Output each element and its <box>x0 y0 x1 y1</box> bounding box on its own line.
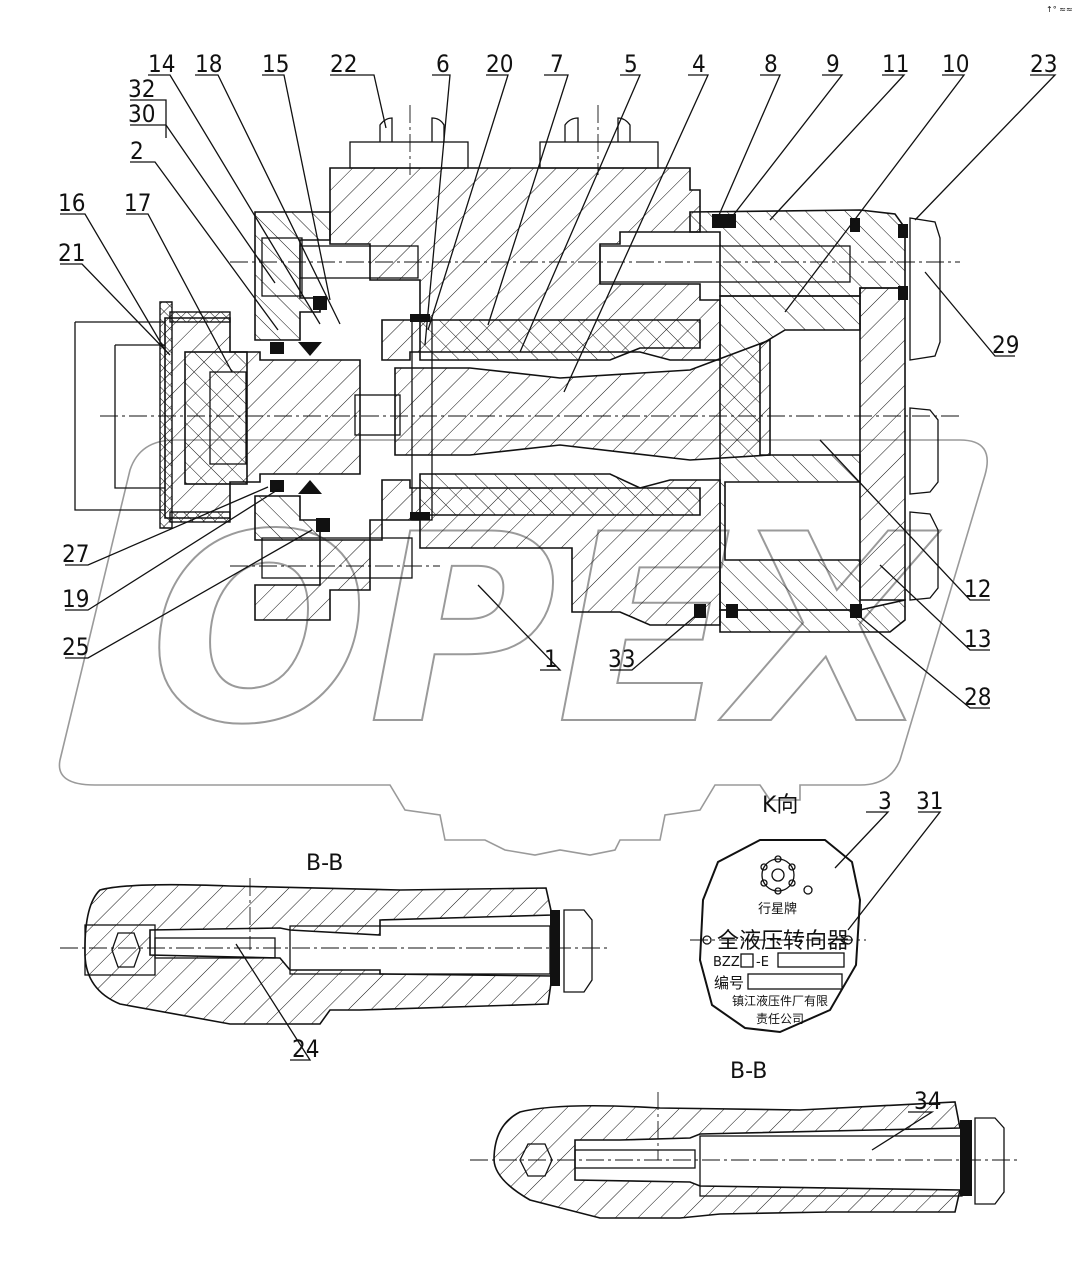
nameplate-serial-label: 编号 <box>714 974 744 992</box>
nameplate: 行星牌 全液压转向器 BZZ -E 编号 镇江液压件厂有限 责任公司 <box>690 839 866 1034</box>
callout-31: 31 <box>916 787 943 815</box>
nameplate-model-suffix: -E <box>756 955 769 970</box>
k-view-label: K向 <box>762 793 798 818</box>
callout-labels: 14 18 15 22 6 20 7 5 4 8 9 11 10 23 32 3… <box>58 50 1057 1115</box>
brand-emblem <box>760 855 813 895</box>
nameplate-maker-line2: 责任公司 <box>756 1012 804 1026</box>
callout-5: 5 <box>624 50 638 78</box>
section-bb-right <box>470 1092 1020 1219</box>
serial-blank <box>747 973 843 990</box>
callout-21: 21 <box>58 239 85 267</box>
callout-16: 16 <box>58 189 85 217</box>
callout-15: 15 <box>262 50 289 78</box>
stator <box>719 295 861 611</box>
inner-cap <box>184 351 248 485</box>
callout-25: 25 <box>62 633 89 661</box>
callout-2: 2 <box>130 137 144 165</box>
callout-3: 3 <box>878 787 892 815</box>
callout-1: 1 <box>544 645 558 673</box>
leader-lines <box>60 74 1057 1151</box>
nameplate-product: 全液压转向器 <box>717 929 849 954</box>
callout-24: 24 <box>292 1035 319 1063</box>
section-label-right: B-B <box>730 1059 767 1084</box>
boss-left <box>349 141 469 169</box>
callout-20: 20 <box>486 50 513 78</box>
callout-33: 33 <box>608 645 635 673</box>
nameplate-model-prefix: BZZ <box>713 955 740 970</box>
callout-13: 13 <box>964 625 991 653</box>
callout-17: 17 <box>124 189 151 217</box>
nut-top <box>909 217 941 361</box>
nameplate-maker-line1: 镇江液压件厂有限 <box>732 993 828 1008</box>
model-box <box>740 953 754 968</box>
dust-ring-top <box>169 311 231 323</box>
rear-cover <box>859 287 906 601</box>
callout-10: 10 <box>942 50 969 78</box>
callout-27: 27 <box>62 540 89 568</box>
spring-pack <box>354 394 401 436</box>
section-bb-left <box>60 878 610 1025</box>
callout-23: 23 <box>1030 50 1057 78</box>
callout-11: 11 <box>882 50 909 78</box>
port-plug-right <box>564 117 631 142</box>
nameplate-brand: 行星牌 <box>758 901 797 917</box>
section-label-left: B-B <box>306 851 343 876</box>
nut-mid <box>909 407 939 495</box>
callout-6: 6 <box>436 50 450 78</box>
boss-right <box>539 141 659 169</box>
port-plug-22 <box>379 117 445 142</box>
callout-18: 18 <box>195 50 222 78</box>
pin-6 <box>411 317 433 521</box>
model-blank <box>777 952 845 968</box>
dust-cover <box>159 301 173 529</box>
callout-12: 12 <box>964 575 991 603</box>
callout-32: 32 <box>128 75 155 103</box>
callout-8: 8 <box>764 50 778 78</box>
callout-7: 7 <box>550 50 564 78</box>
bolt-head-left <box>261 237 303 297</box>
callout-14: 14 <box>148 50 175 78</box>
nut-bottom <box>909 511 939 601</box>
callout-28: 28 <box>964 683 991 711</box>
sleeve <box>419 319 701 361</box>
callout-30: 30 <box>128 100 155 128</box>
spline-envelope <box>74 321 165 511</box>
corner-mark: ↑° ≈≈ <box>1046 5 1073 14</box>
bore <box>209 371 247 465</box>
callout-29: 29 <box>992 331 1019 359</box>
callout-9: 9 <box>826 50 840 78</box>
valve-housing-lower <box>254 479 721 626</box>
callout-4: 4 <box>692 50 706 78</box>
callout-22: 22 <box>330 50 357 78</box>
bolt-upper <box>599 245 851 283</box>
callout-19: 19 <box>62 585 89 613</box>
